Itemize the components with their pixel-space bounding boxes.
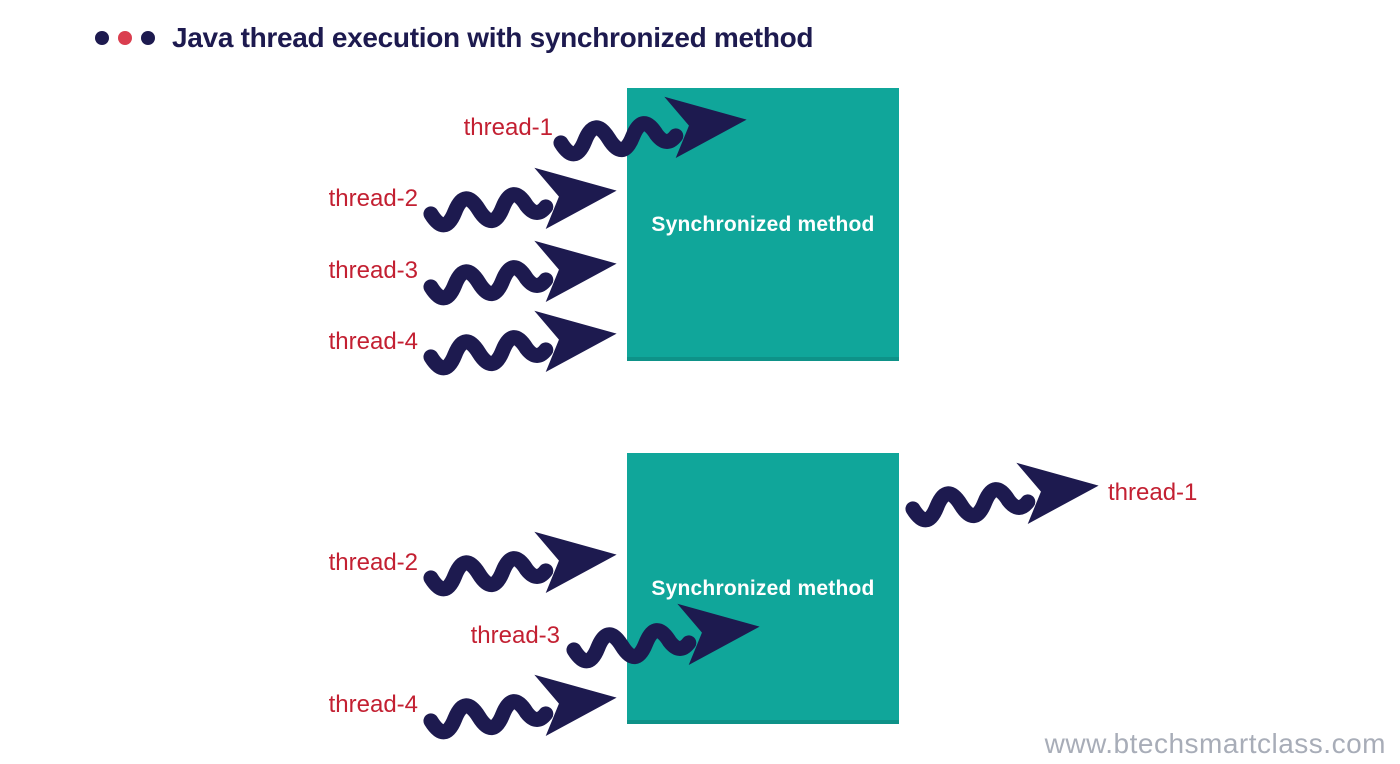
thread-4-arrow-bottom bbox=[418, 661, 624, 750]
watermark: www.btechsmartclass.com bbox=[1044, 728, 1386, 759]
thread-1-label-bottom: thread-1 bbox=[1108, 479, 1198, 506]
thread-1-label-top: thread-1 bbox=[463, 114, 553, 141]
title-bullet-icon bbox=[118, 31, 132, 45]
thread-1-exit-arrow bbox=[900, 449, 1106, 538]
thread-4-label-bottom: thread-4 bbox=[328, 691, 418, 718]
page-title: Java thread execution with synchronized … bbox=[172, 22, 814, 53]
title-bullet-icon bbox=[141, 31, 155, 45]
synchronized-method-label: Synchronized method bbox=[651, 212, 875, 236]
title-row: Java thread execution with synchronized … bbox=[95, 22, 814, 54]
thread-2-label-bottom: thread-2 bbox=[328, 549, 418, 576]
thread-3-label-bottom: thread-3 bbox=[470, 622, 560, 649]
thread-2-label-top: thread-2 bbox=[328, 185, 418, 212]
thread-4-label-top: thread-4 bbox=[328, 328, 418, 355]
thread-2-arrow-bottom bbox=[418, 518, 624, 607]
title-bullet-icon bbox=[95, 31, 109, 45]
thread-3-label-top: thread-3 bbox=[328, 257, 418, 284]
synchronized-method-box-bottom: Synchronized method bbox=[627, 453, 899, 724]
synchronized-method-label: Synchronized method bbox=[651, 576, 875, 600]
